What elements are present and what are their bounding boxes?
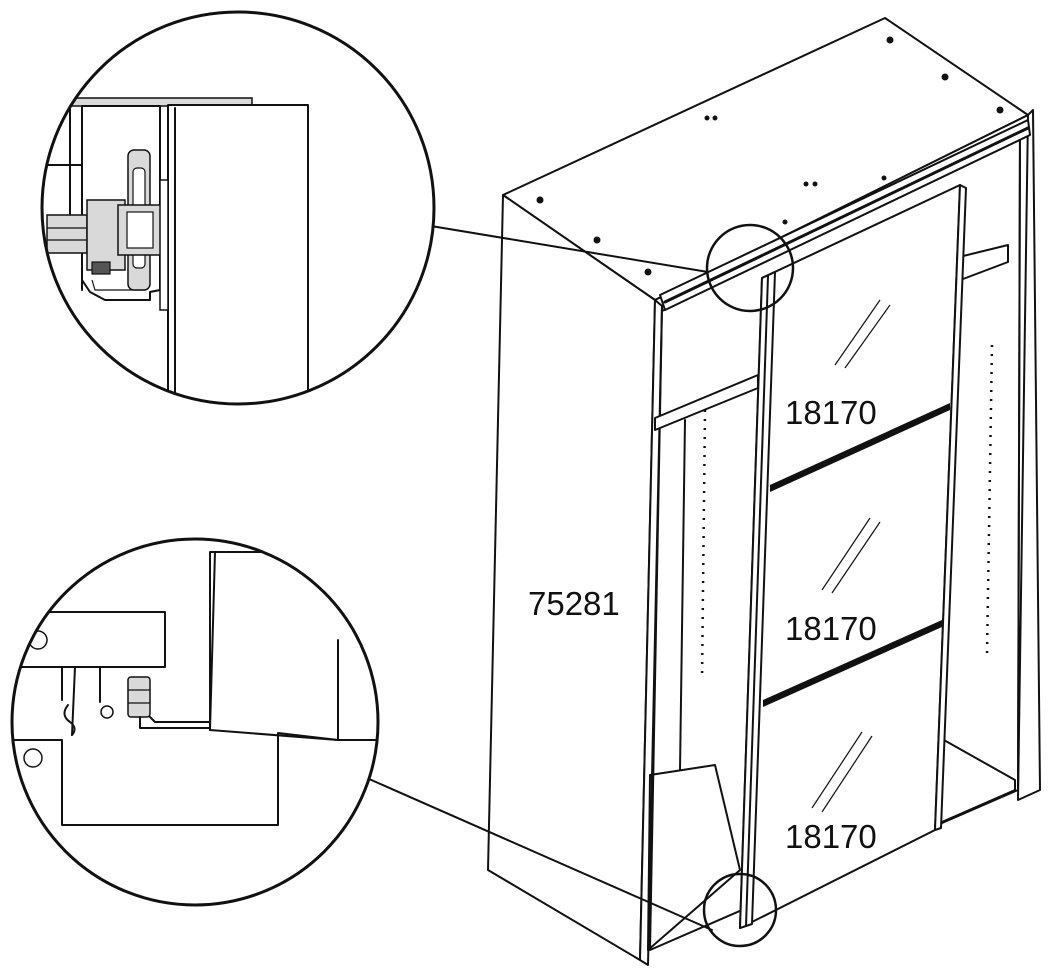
shelf-pin-holes-left bbox=[700, 409, 707, 681]
door-panel-middle-part-number: 18170 bbox=[785, 610, 877, 647]
wardrobe-carcass bbox=[487, 17, 1041, 966]
glass-reflection-middle bbox=[821, 517, 881, 594]
carcass-part-number: 75281 bbox=[528, 585, 620, 622]
door-panel-bottom-part-number: 18170 bbox=[785, 818, 877, 855]
door-bottom-detail bbox=[209, 551, 378, 741]
rail-profile bbox=[81, 105, 161, 301]
detail-bottom-border bbox=[10, 537, 380, 907]
detail-view-bottom-guide bbox=[10, 537, 380, 907]
leader-line-top bbox=[424, 224, 709, 273]
glass-reflection-bottom bbox=[811, 731, 873, 813]
bottom-guide bbox=[127, 676, 151, 718]
shelf-pin-holes-right bbox=[985, 344, 994, 656]
callout-bottom bbox=[359, 774, 778, 948]
divider-bar-lower bbox=[763, 620, 942, 707]
divider-bar-upper bbox=[770, 403, 950, 492]
left-side-panel bbox=[487, 194, 656, 961]
dowel-hole-lower bbox=[23, 748, 43, 768]
left-front-edge bbox=[639, 299, 663, 966]
door-right-edge bbox=[934, 184, 967, 831]
callout-top bbox=[424, 223, 795, 313]
callout-circle-top bbox=[705, 223, 795, 313]
detail-view-top-roller bbox=[40, 10, 436, 406]
glass-reflection-top bbox=[834, 299, 891, 369]
leader-line-bottom bbox=[359, 774, 713, 931]
detail-top-border bbox=[40, 10, 436, 406]
top-panel-holes bbox=[536, 36, 1004, 276]
callout-circle-bottom bbox=[702, 872, 778, 948]
door-panel-top-part-number: 18170 bbox=[785, 394, 877, 431]
interior-shelf bbox=[654, 374, 759, 431]
door-edge-detail bbox=[167, 104, 309, 404]
right-side-panel-edge bbox=[1017, 109, 1041, 801]
sliding-door bbox=[739, 184, 967, 929]
bolt-head bbox=[46, 214, 88, 254]
